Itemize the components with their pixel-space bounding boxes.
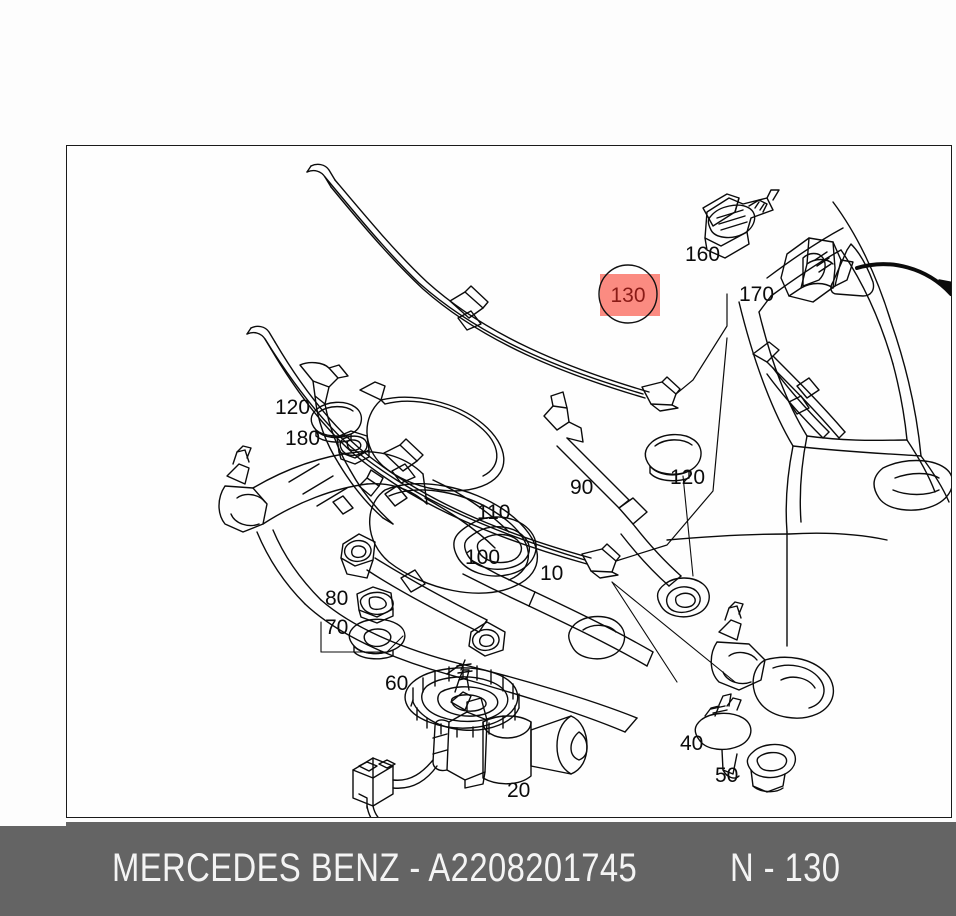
connecting-rod-90 bbox=[543, 391, 710, 618]
callout-130-marker: 130 bbox=[598, 264, 660, 324]
footer-notch bbox=[0, 822, 66, 826]
washer-70 bbox=[348, 618, 406, 660]
wiper-linkage-10 bbox=[218, 445, 835, 733]
label-160: 160 bbox=[685, 243, 721, 266]
rubber-mount-40 bbox=[694, 693, 752, 779]
footer-inner: MERCEDES BENZ - A2208201745 N - 130 bbox=[0, 822, 956, 916]
callout-130-leaders bbox=[615, 293, 728, 562]
label-180: 180 bbox=[285, 427, 321, 450]
label-100: 100 bbox=[465, 546, 501, 569]
label-40: 40 bbox=[680, 732, 704, 755]
label-90: 90 bbox=[570, 476, 594, 499]
assembly-arrow bbox=[855, 262, 951, 296]
footer-part-title: MERCEDES BENZ - A2208201745 bbox=[112, 846, 638, 890]
spacer-ring-60 bbox=[404, 664, 520, 738]
label-80: 80 bbox=[325, 587, 349, 610]
diagram-frame: 130 110 100 120 180 160 170 90 120 10 80… bbox=[66, 145, 952, 818]
wiper-motor-20 bbox=[352, 659, 588, 817]
label-70: 70 bbox=[325, 616, 349, 639]
label-170: 170 bbox=[739, 283, 775, 306]
wiper-blade-upper bbox=[306, 163, 681, 412]
rain-sensor-160 bbox=[702, 189, 780, 259]
label-110: 110 bbox=[477, 501, 511, 524]
sensor-cover-170 bbox=[780, 237, 854, 303]
wiper-arm-110 bbox=[299, 361, 505, 525]
wiper-system-illustration: 130 bbox=[218, 163, 951, 817]
nut-80 bbox=[356, 586, 394, 624]
misc-leaders bbox=[320, 581, 736, 683]
nut-180 bbox=[336, 430, 370, 465]
label-20: 20 bbox=[507, 779, 531, 802]
callout-130-label: 130 bbox=[610, 284, 645, 307]
label-10: 10 bbox=[540, 562, 564, 585]
footer-band: MERCEDES BENZ - A2208201745 N - 130 bbox=[0, 822, 956, 916]
label-120-upper: 120 bbox=[275, 396, 311, 419]
label-60: 60 bbox=[385, 672, 409, 695]
label-50: 50 bbox=[715, 764, 739, 787]
wiper-blade-lower bbox=[246, 325, 621, 579]
label-120-right: 120 bbox=[670, 466, 706, 489]
wiper-arm-100 bbox=[340, 483, 539, 657]
footer-group-code: N - 130 bbox=[730, 846, 841, 890]
grommet-50 bbox=[746, 743, 796, 793]
windshield-body bbox=[666, 201, 951, 647]
